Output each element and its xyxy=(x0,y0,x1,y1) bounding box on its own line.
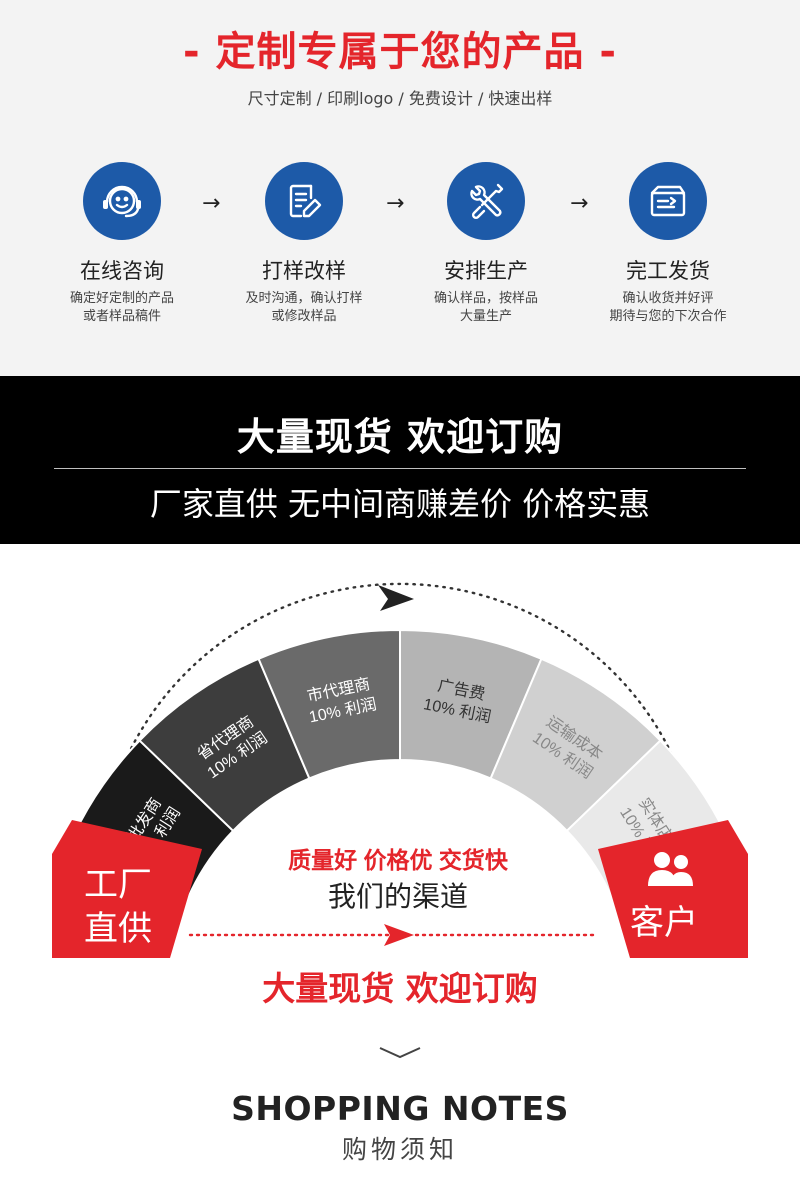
delivery-box-icon xyxy=(629,162,707,240)
arc-arrow-icon xyxy=(378,585,414,611)
step-desc-line1: 确认收货并好评 xyxy=(622,291,714,306)
factory-label-line2: 直供 xyxy=(84,910,152,948)
stock-banner: 大量现货 欢迎订购 厂家直供 无中间商赚差价 价格实惠 xyxy=(0,376,800,544)
advantage-text: 质量好 价格优 交货快 xyxy=(288,847,509,873)
step-desc-line2: 大量生产 xyxy=(459,309,512,324)
customer-label: 客户 xyxy=(630,904,698,942)
stock-slogan: 大量现货 欢迎订购 xyxy=(262,969,538,1008)
divider xyxy=(54,468,746,469)
step-desc-line1: 及时沟通，确认打样 xyxy=(245,291,363,306)
step-desc-line2: 或修改样品 xyxy=(271,309,337,324)
banner-subtitle: 厂家直供 无中间商赚差价 价格实惠 xyxy=(149,485,651,523)
process-step-delivery: 完工发货 确认收货并好评 期待与您的下次合作 xyxy=(588,162,748,326)
channel-caption: 我们的渠道 xyxy=(328,881,468,912)
step-desc-line1: 确认样品，按样品 xyxy=(433,291,538,306)
headset-support-icon xyxy=(83,162,161,240)
arrow-right-icon: → xyxy=(202,191,221,216)
customers-icon xyxy=(648,852,693,886)
step-desc-line1: 确定好定制的产品 xyxy=(69,291,174,306)
dotted-arc xyxy=(102,582,698,828)
arrow-right-icon: → xyxy=(570,191,589,216)
factory-block xyxy=(52,820,202,958)
direct-route-arrow-icon xyxy=(384,924,414,946)
step-desc-line2: 或者样品稿件 xyxy=(82,309,161,324)
process-step-production: 安排生产 确认样品，按样品 大量生产 xyxy=(406,162,566,326)
customer-block xyxy=(598,820,748,958)
shopping-notes-title: SHOPPING NOTES xyxy=(231,1089,569,1128)
section-subtitle: 尺寸定制 / 印刷logo / 免费设计 / 快速出样 xyxy=(247,89,553,108)
step-title: 在线咨询 xyxy=(80,259,164,283)
section-title: - 定制专属于您的产品 - xyxy=(182,29,618,75)
process-step-consult: 在线咨询 确定好定制的产品 或者样品稿件 xyxy=(42,162,202,326)
step-desc-line2: 期待与您的下次合作 xyxy=(609,309,727,324)
step-title: 完工发货 xyxy=(626,259,710,283)
shopping-notes-subtitle: 购物须知 xyxy=(341,1135,458,1164)
factory-label-line1: 工厂 xyxy=(84,866,152,904)
banner-title: 大量现货 欢迎订购 xyxy=(236,415,564,459)
document-edit-icon xyxy=(265,162,343,240)
chevron-down-icon xyxy=(379,1047,421,1059)
step-title: 安排生产 xyxy=(444,259,528,283)
tools-icon xyxy=(447,162,525,240)
step-title: 打样改样 xyxy=(262,259,346,283)
arrow-right-icon: → xyxy=(386,191,405,216)
custom-process-section: - 定制专属于您的产品 - 尺寸定制 / 印刷logo / 免费设计 / 快速出… xyxy=(0,0,800,376)
process-step-sample: 打样改样 及时沟通，确认打样 或修改样品 xyxy=(224,162,384,326)
